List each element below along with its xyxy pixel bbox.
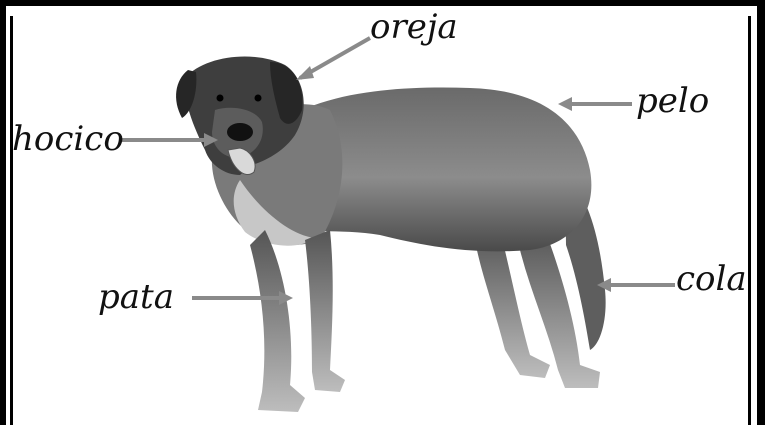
dog-front-leg-far (305, 230, 345, 392)
label-cola: cola (676, 262, 747, 296)
arrow-oreja-head (296, 66, 314, 80)
dog-eye-right (255, 95, 262, 102)
arrow-pelo-head (558, 97, 572, 111)
dog-eye-left (217, 95, 224, 102)
dog-illustration (176, 56, 606, 412)
dog-front-leg-near (250, 230, 305, 412)
label-hocico: hocico (12, 122, 124, 156)
label-oreja: oreja (370, 10, 458, 44)
label-pelo: pelo (636, 84, 709, 118)
label-pata: pata (98, 280, 174, 314)
dog-nose (227, 123, 253, 141)
